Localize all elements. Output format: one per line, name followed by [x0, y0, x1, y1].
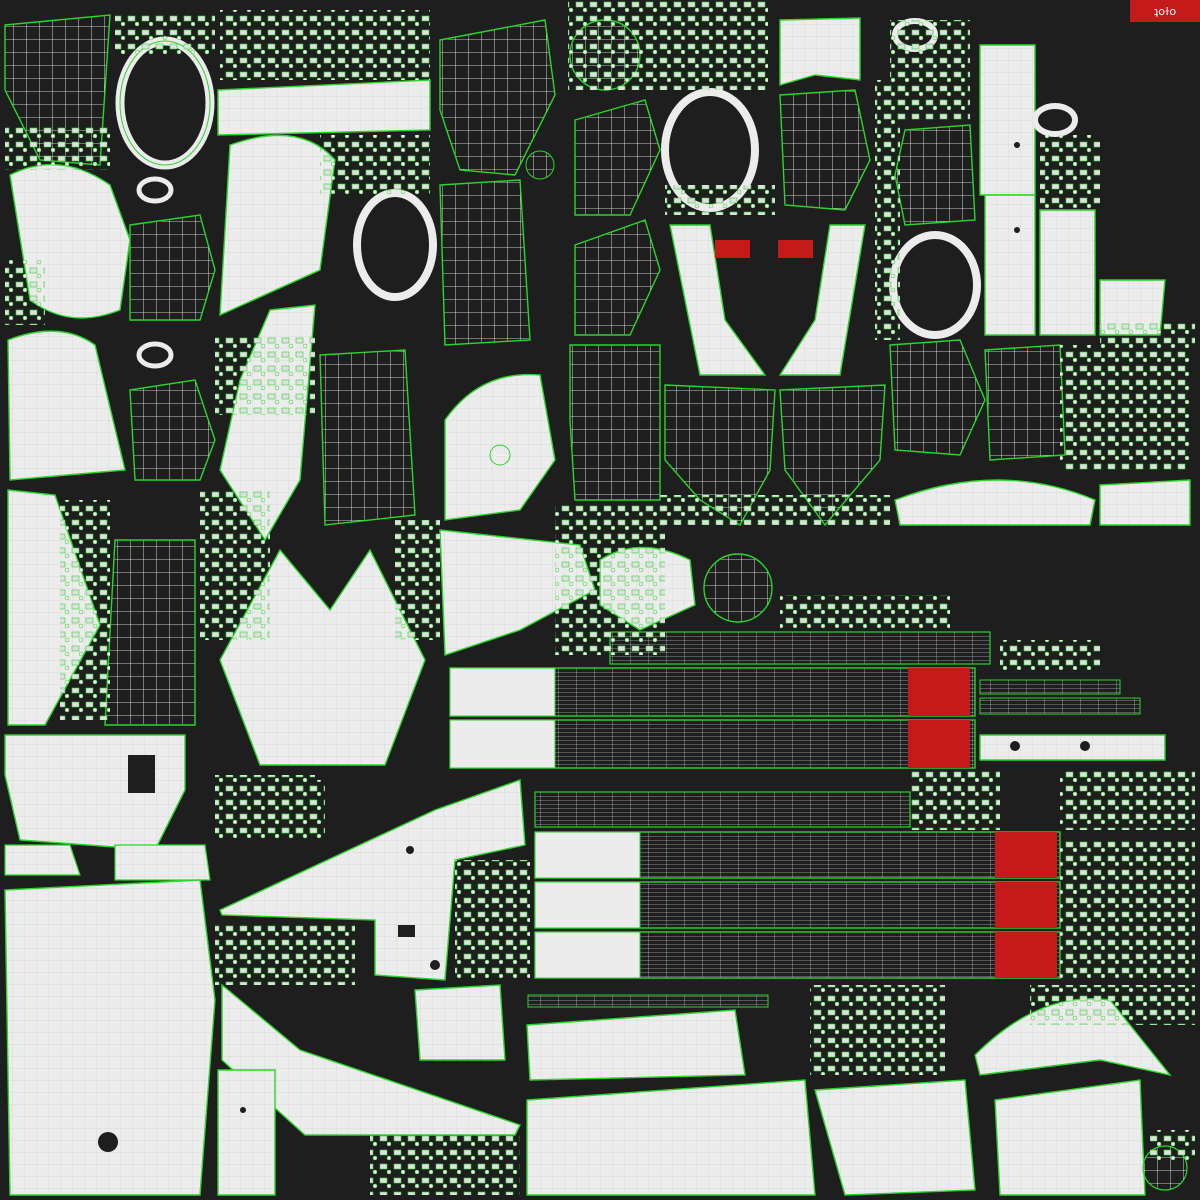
shell-cutouts — [128, 142, 1090, 1113]
dark-mesh-islands — [4, 14, 1066, 726]
red-tag-strips — [715, 0, 1200, 258]
shell-islands — [4, 17, 1191, 1196]
corner-badge-text: ʇoɫo — [1154, 5, 1176, 18]
tube-strips — [449, 631, 1141, 1008]
small-components — [5, 0, 1195, 1195]
